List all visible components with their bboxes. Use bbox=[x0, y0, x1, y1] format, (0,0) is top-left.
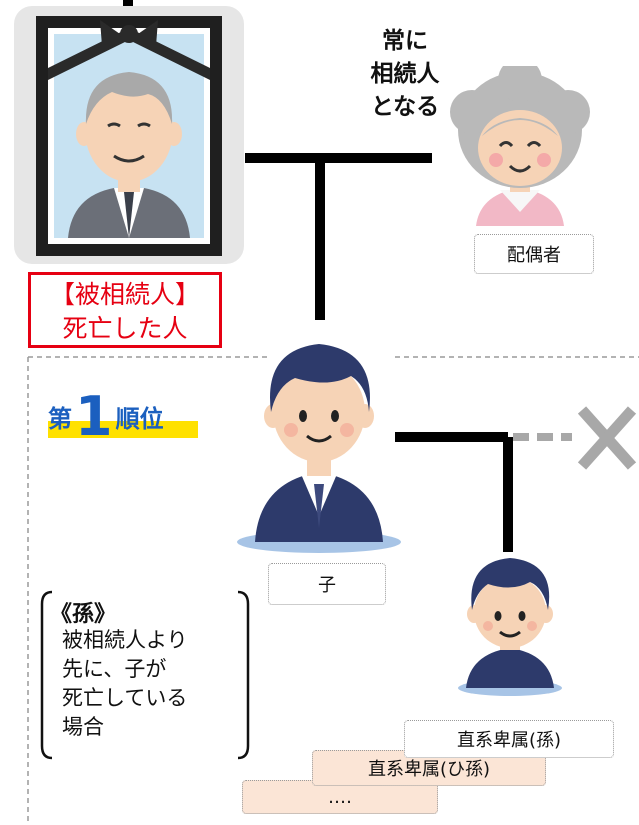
note-title: 《孫》 bbox=[50, 602, 117, 627]
deceased-portrait bbox=[14, 6, 244, 264]
spouse-figure bbox=[450, 66, 590, 226]
note-line4: 場合 bbox=[62, 715, 104, 739]
deceased-label-box: 【被相続人】 死亡した人 bbox=[28, 272, 222, 348]
deceased-label-line2: 死亡した人 bbox=[62, 314, 188, 343]
child-label-box: 子 bbox=[268, 563, 386, 605]
grandchild-label-box: 直系卑属(孫) bbox=[404, 720, 614, 758]
spouse-note: 常に 相続人 となる bbox=[355, 25, 455, 124]
spouse-note-line3: となる bbox=[370, 94, 440, 120]
rank-heading: 第 1 順位 bbox=[48, 385, 198, 448]
rank-prefix: 第 bbox=[48, 405, 72, 433]
rank-highlight bbox=[48, 421, 198, 438]
grandchild-figure bbox=[458, 558, 562, 696]
deceased-label-line1: 【被相続人】 bbox=[49, 280, 200, 309]
grandchild-label: 直系卑属(孫) bbox=[456, 730, 562, 751]
rank-suffix: 順位 bbox=[115, 405, 164, 433]
note-line3: 死亡している bbox=[62, 686, 188, 710]
child-label: 子 bbox=[318, 575, 336, 596]
note-line1: 被相続人より bbox=[62, 628, 188, 652]
grandchild-note: 《孫》 被相続人より 先に、子が 死亡している 場合 bbox=[40, 590, 250, 760]
spouse-note-line2: 相続人 bbox=[370, 61, 440, 87]
cross-mark bbox=[577, 406, 637, 470]
note-body: 被相続人より 先に、子が 死亡している 場合 bbox=[62, 626, 242, 742]
spouse-label-box: 配偶者 bbox=[474, 234, 594, 274]
more-descendants-label: ‥‥ bbox=[327, 786, 353, 808]
spouse-note-line1: 常に bbox=[382, 28, 428, 54]
note-line2: 先に、子が bbox=[62, 657, 167, 681]
note-brackets bbox=[40, 590, 250, 760]
great-grandchild-label: 直系卑属(ひ孫) bbox=[367, 759, 491, 780]
rank-number: 1 bbox=[75, 385, 113, 448]
child-figure bbox=[237, 344, 401, 553]
spouse-label: 配偶者 bbox=[507, 245, 561, 266]
rank-text: 第 1 順位 bbox=[48, 385, 164, 448]
